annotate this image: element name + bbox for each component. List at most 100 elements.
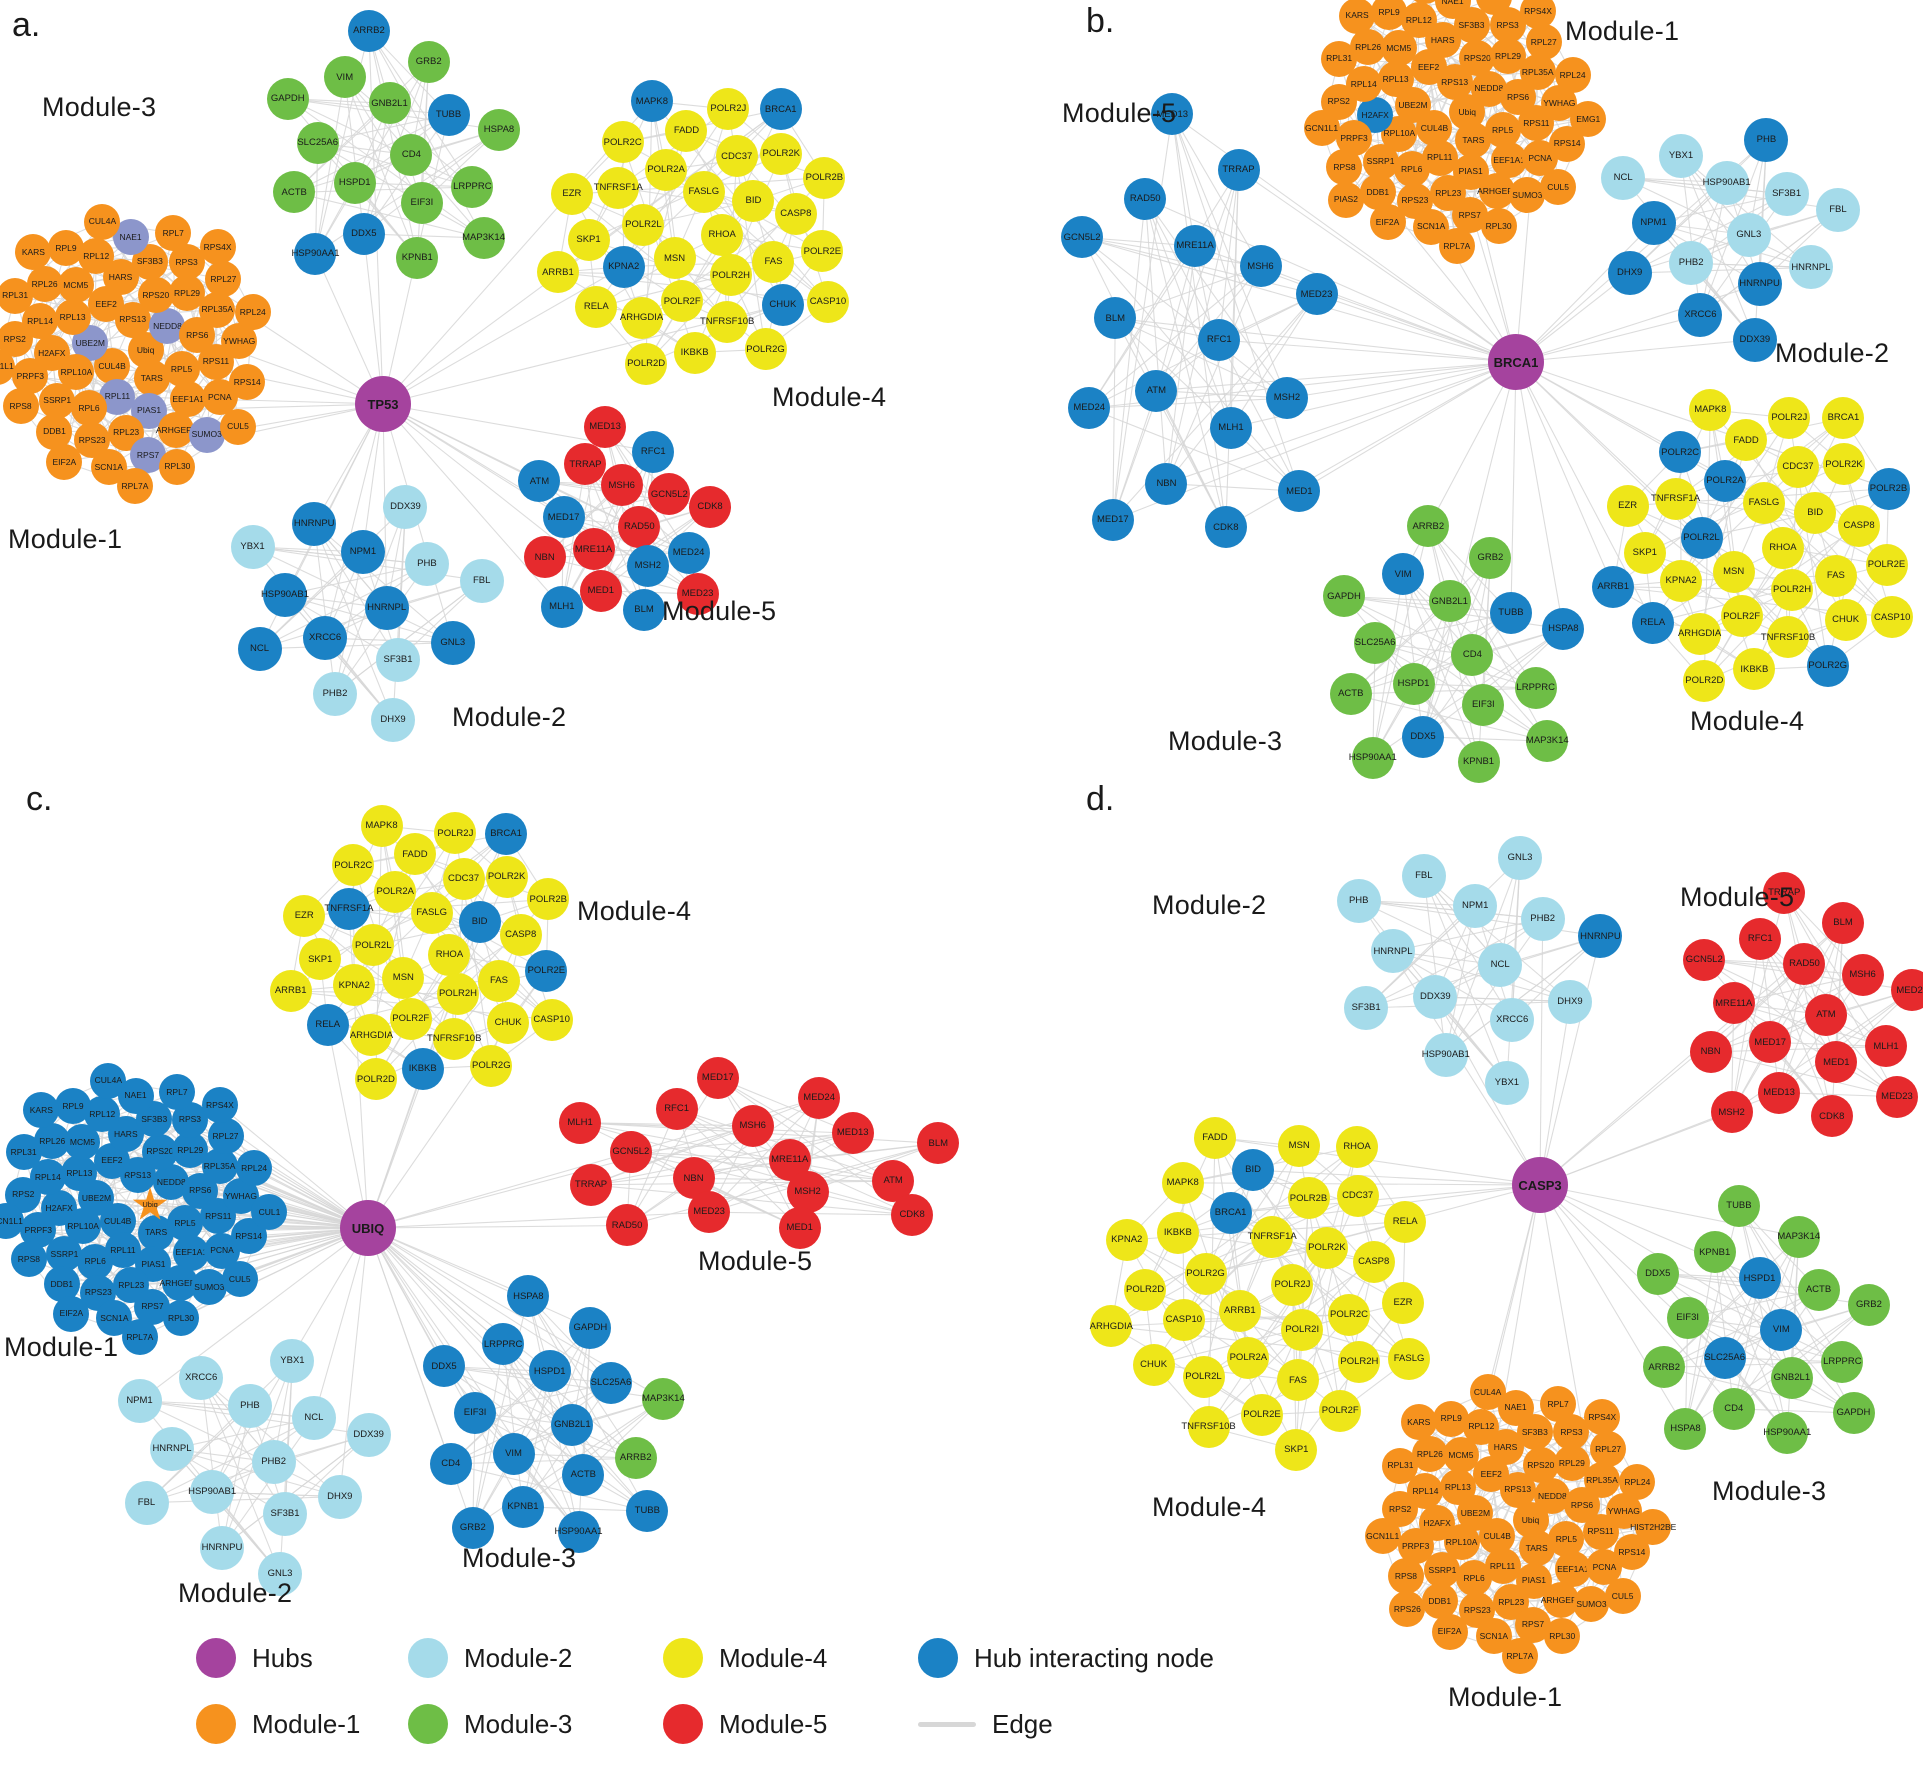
network-node[interactable]: NCL bbox=[237, 626, 282, 671]
network-node[interactable]: POLR2E bbox=[801, 230, 844, 273]
network-node[interactable]: EEF1A1 bbox=[170, 381, 207, 417]
network-node[interactable]: RPS20 bbox=[137, 276, 174, 313]
network-node[interactable]: SF3B1 bbox=[263, 1492, 308, 1537]
network-node[interactable]: RPS8 bbox=[10, 1241, 47, 1278]
network-node[interactable]: RAD50 bbox=[1124, 177, 1167, 220]
network-node[interactable]: TNFRSF1A bbox=[594, 166, 643, 209]
network-node[interactable]: POLR2C bbox=[1659, 431, 1702, 474]
network-node[interactable]: EIF3I bbox=[400, 182, 443, 225]
network-node[interactable]: POLR2B bbox=[803, 156, 846, 199]
network-node[interactable]: VIM bbox=[492, 1432, 535, 1475]
network-node[interactable]: KPNB1 bbox=[1693, 1231, 1736, 1274]
network-node[interactable]: TNFRSF10B bbox=[1181, 1405, 1236, 1448]
network-node[interactable]: MSH2 bbox=[1265, 377, 1308, 420]
network-node[interactable]: GNB2L1 bbox=[551, 1404, 594, 1446]
network-node[interactable]: SKP1 bbox=[1623, 531, 1666, 574]
network-node[interactable]: RPS20 bbox=[142, 1133, 178, 1170]
network-node[interactable]: BRCA1 bbox=[759, 88, 802, 131]
network-node[interactable]: POLR2H bbox=[710, 254, 753, 297]
network-node[interactable]: ARHGDIA bbox=[1090, 1305, 1133, 1348]
network-node[interactable]: POLR2C bbox=[332, 844, 375, 887]
network-node[interactable]: ARHGDIA bbox=[350, 1014, 393, 1057]
network-node[interactable]: DDX39 bbox=[1413, 974, 1458, 1019]
network-node[interactable]: SLC25A6 bbox=[296, 122, 339, 165]
network-node[interactable]: FBL bbox=[1815, 187, 1860, 232]
network-node[interactable]: CASP8 bbox=[1352, 1240, 1395, 1283]
network-node[interactable]: RPL31 bbox=[0, 277, 34, 314]
network-node[interactable]: GCN1L1 bbox=[1364, 1518, 1401, 1555]
network-node[interactable]: POLR2E bbox=[1241, 1393, 1283, 1436]
network-node[interactable]: EZR bbox=[550, 173, 593, 216]
network-node[interactable]: MED23 bbox=[1295, 273, 1338, 316]
network-node[interactable]: POLR2F bbox=[1319, 1390, 1362, 1433]
network-node[interactable]: TRRAP bbox=[1217, 148, 1260, 191]
network-node[interactable]: DHX9 bbox=[1607, 251, 1652, 296]
network-node[interactable]: BID bbox=[458, 901, 501, 944]
network-node[interactable]: PIAS2 bbox=[1327, 181, 1364, 218]
network-node[interactable]: CUL5 bbox=[221, 1261, 258, 1298]
network-node[interactable]: KPNB1 bbox=[501, 1485, 544, 1528]
network-node[interactable]: MRE11A bbox=[572, 528, 615, 571]
network-node[interactable]: HNRNPL bbox=[1370, 929, 1415, 974]
network-node[interactable]: GNL3 bbox=[1726, 213, 1771, 257]
network-node[interactable]: BRCA1 bbox=[1822, 397, 1865, 440]
network-node[interactable]: RPS26 bbox=[1389, 1590, 1426, 1627]
network-node[interactable]: SSRP1 bbox=[1424, 1552, 1461, 1589]
network-node[interactable]: ARRB1 bbox=[1218, 1289, 1261, 1332]
network-node[interactable]: RPS20 bbox=[1459, 39, 1496, 76]
network-node[interactable]: HSP90AB1 bbox=[1422, 1033, 1470, 1078]
network-node[interactable]: MAP3K14 bbox=[642, 1377, 685, 1420]
network-node[interactable]: MED1 bbox=[579, 569, 622, 612]
network-node[interactable]: SSRP1 bbox=[39, 382, 76, 419]
network-node[interactable]: EIF3I bbox=[1462, 683, 1505, 726]
network-node[interactable]: CUL4A bbox=[1469, 1374, 1506, 1411]
network-node[interactable]: RPL24 bbox=[234, 294, 271, 331]
network-node[interactable]: YBX1 bbox=[1658, 134, 1703, 179]
network-node[interactable]: MED24 bbox=[667, 531, 710, 574]
network-node[interactable]: MED13 bbox=[584, 405, 627, 448]
network-node[interactable]: CHUK bbox=[1132, 1343, 1175, 1386]
network-node[interactable]: TNFRSF1A bbox=[1651, 478, 1700, 521]
network-node[interactable]: GAPDH bbox=[1832, 1392, 1875, 1435]
network-node[interactable]: MSN bbox=[1712, 551, 1755, 594]
network-node[interactable]: RPL35A bbox=[199, 291, 236, 328]
network-node[interactable]: POLR2D bbox=[1683, 660, 1726, 703]
network-node[interactable]: TUBB bbox=[1489, 592, 1532, 635]
network-node[interactable]: TRRAP bbox=[564, 443, 607, 486]
network-node[interactable]: GCN5L2 bbox=[648, 473, 691, 516]
network-node[interactable]: HNRNPU bbox=[292, 501, 337, 546]
network-node[interactable]: RPL35A bbox=[1583, 1461, 1620, 1498]
network-node[interactable]: MAPK8 bbox=[360, 804, 403, 847]
network-node[interactable]: RPL27 bbox=[1525, 24, 1562, 61]
network-node[interactable]: CD4 bbox=[1451, 634, 1494, 676]
network-node[interactable]: CHUK bbox=[487, 1001, 530, 1044]
network-node[interactable]: HSPA8 bbox=[1664, 1407, 1707, 1450]
network-node[interactable]: POLR2L bbox=[352, 924, 395, 967]
network-node[interactable]: RPL6 bbox=[1393, 151, 1430, 188]
network-node[interactable]: IKBKB bbox=[673, 331, 716, 374]
network-node[interactable]: HSP90AA1 bbox=[291, 232, 340, 275]
network-node[interactable]: CASP10 bbox=[530, 998, 573, 1041]
network-node[interactable]: TUBB bbox=[1717, 1185, 1760, 1228]
network-node[interactable]: RPL29 bbox=[169, 275, 206, 312]
network-node[interactable]: RPL7A bbox=[121, 1319, 158, 1356]
network-node[interactable]: DDB1 bbox=[1421, 1583, 1458, 1620]
network-node[interactable]: CASP10 bbox=[1162, 1298, 1205, 1341]
network-node[interactable]: ATM bbox=[518, 460, 561, 503]
network-node[interactable]: NCL bbox=[1601, 155, 1646, 200]
network-node[interactable]: CDC37 bbox=[715, 135, 758, 178]
network-node[interactable]: CASP10 bbox=[806, 281, 849, 324]
network-node[interactable]: CUL1 bbox=[251, 1193, 288, 1230]
network-node[interactable]: NPM1 bbox=[340, 530, 385, 574]
network-node[interactable]: BID bbox=[1794, 491, 1837, 534]
network-node[interactable]: MAPK8 bbox=[630, 80, 673, 123]
network-node[interactable]: ARHGEF2 bbox=[156, 412, 196, 449]
network-node[interactable]: RPL12 bbox=[1400, 1, 1437, 38]
network-node[interactable]: ARRB2 bbox=[1643, 1346, 1686, 1389]
network-node[interactable]: GCN1L1 bbox=[0, 348, 16, 385]
network-node[interactable]: ACTB bbox=[562, 1453, 605, 1496]
network-node[interactable]: TRRAP bbox=[1763, 872, 1806, 914]
network-node[interactable]: CD4 bbox=[1712, 1387, 1755, 1430]
network-node[interactable]: ARHGDIA bbox=[620, 297, 663, 340]
network-node[interactable]: GAPDH bbox=[266, 77, 309, 120]
